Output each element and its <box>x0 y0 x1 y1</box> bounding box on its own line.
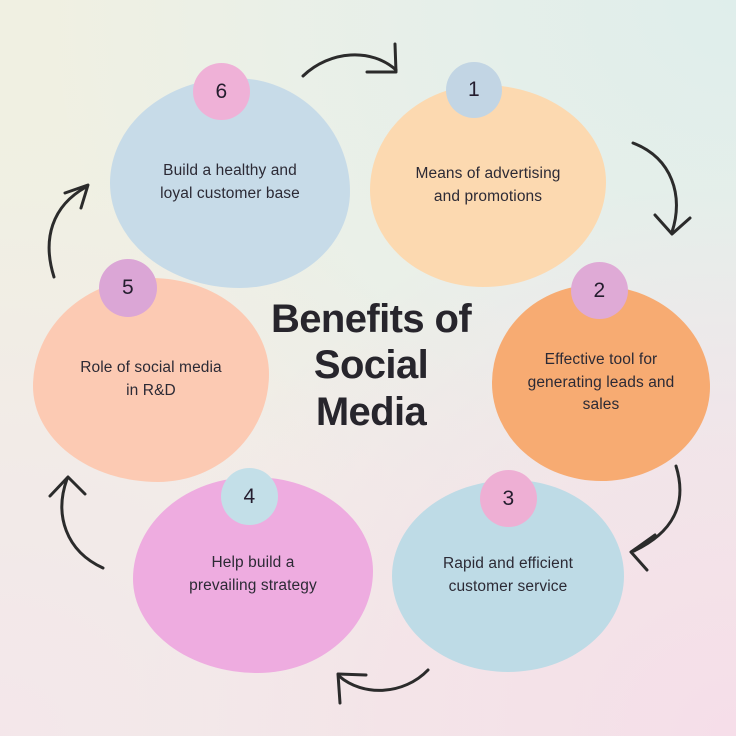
bubble-4-badge[interactable]: 4 <box>221 468 278 525</box>
arrow-bottom-3-to-4 <box>336 668 430 705</box>
arrow-lower-left-4-to-5 <box>48 475 105 570</box>
bubble-1-text: Means of advertising and promotions <box>415 165 561 205</box>
arrow-right-1-to-2 <box>631 141 692 236</box>
bubble-3-number: 3 <box>502 486 515 510</box>
bubble-5-badge[interactable]: 5 <box>99 259 157 317</box>
bubble-2-text: Effective tool for generating leads and … <box>527 350 675 414</box>
bubble-5-text: Role of social media in R&D <box>80 359 222 399</box>
arrow-upper-left-5-to-6 <box>47 183 90 279</box>
bubble-1[interactable]: Means of advertising and promotions <box>370 85 606 287</box>
bubble-4-number: 4 <box>243 484 256 508</box>
bubble-6-number: 6 <box>215 79 228 103</box>
bubble-3-text: Rapid and efficient customer service <box>442 555 573 595</box>
page-title: Benefits of Social Media <box>270 297 472 434</box>
arrow-lower-right-2-to-3 <box>629 464 682 572</box>
bubble-6-badge[interactable]: 6 <box>193 63 250 120</box>
bubble-5[interactable]: Role of social media in R&D <box>33 278 269 482</box>
bubble-4-text: Help build a prevailing strategy <box>189 554 317 594</box>
bubble-2-number: 2 <box>593 278 606 302</box>
arrow-top-6-to-1 <box>301 42 398 78</box>
bubble-1-badge[interactable]: 1 <box>446 62 502 118</box>
bubble-6-text: Build a healthy and loyal customer base <box>160 162 300 202</box>
bubble-3-badge[interactable]: 3 <box>480 470 537 527</box>
bubble-5-number: 5 <box>122 276 134 299</box>
bubble-2-badge[interactable]: 2 <box>571 262 628 319</box>
bubble-1-number: 1 <box>468 78 480 101</box>
